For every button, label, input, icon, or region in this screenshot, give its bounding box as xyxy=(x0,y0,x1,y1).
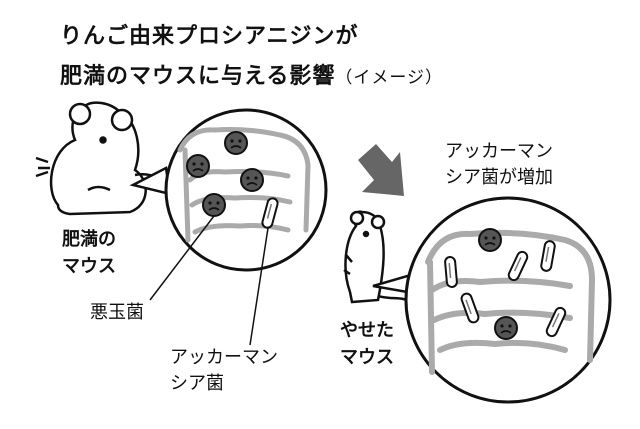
obese-mouse-label-line-2: マウス xyxy=(62,256,116,277)
intestine-bubble-obese xyxy=(164,108,328,272)
title-line-1: りんご由来プロシアニジンが xyxy=(60,24,359,49)
arrow-icon xyxy=(358,144,404,196)
intestine-bubble-lean xyxy=(404,196,612,404)
akkermansia-increase-line-1: アッカーマン xyxy=(445,141,553,162)
obese-mouse-label: 肥満の マウス xyxy=(62,226,116,280)
title-line-2: 肥満のマウスに与える影響（イメージ） xyxy=(60,58,443,90)
title-note: （イメージ） xyxy=(335,68,444,88)
bad-bacteria-leader-line xyxy=(149,215,215,301)
lean-mouse-label-line-1: やせた xyxy=(340,320,394,341)
akkermansia-label: アッカーマン シア菌 xyxy=(170,345,278,397)
bad-bacteria-label: 悪玉菌 xyxy=(90,302,144,323)
title-main: 肥満のマウスに与える影響 xyxy=(60,64,336,89)
akkermansia-increase-label: アッカーマン シア菌が増加 xyxy=(445,139,553,191)
lean-mouse-label: やせた マウス xyxy=(340,317,394,371)
obese-mouse-illustration xyxy=(35,101,166,216)
akkermansia-leader-line xyxy=(249,227,269,346)
obese-mouse-label-line-1: 肥満の xyxy=(62,229,116,250)
akkermansia-label-line-2: シア菌 xyxy=(170,373,224,394)
akkermansia-increase-line-2: シア菌が増加 xyxy=(445,167,553,188)
akkermansia-label-line-1: アッカーマン xyxy=(170,347,278,368)
lean-mouse-label-line-2: マウス xyxy=(340,347,394,368)
lean-mouse-illustration xyxy=(343,210,411,304)
